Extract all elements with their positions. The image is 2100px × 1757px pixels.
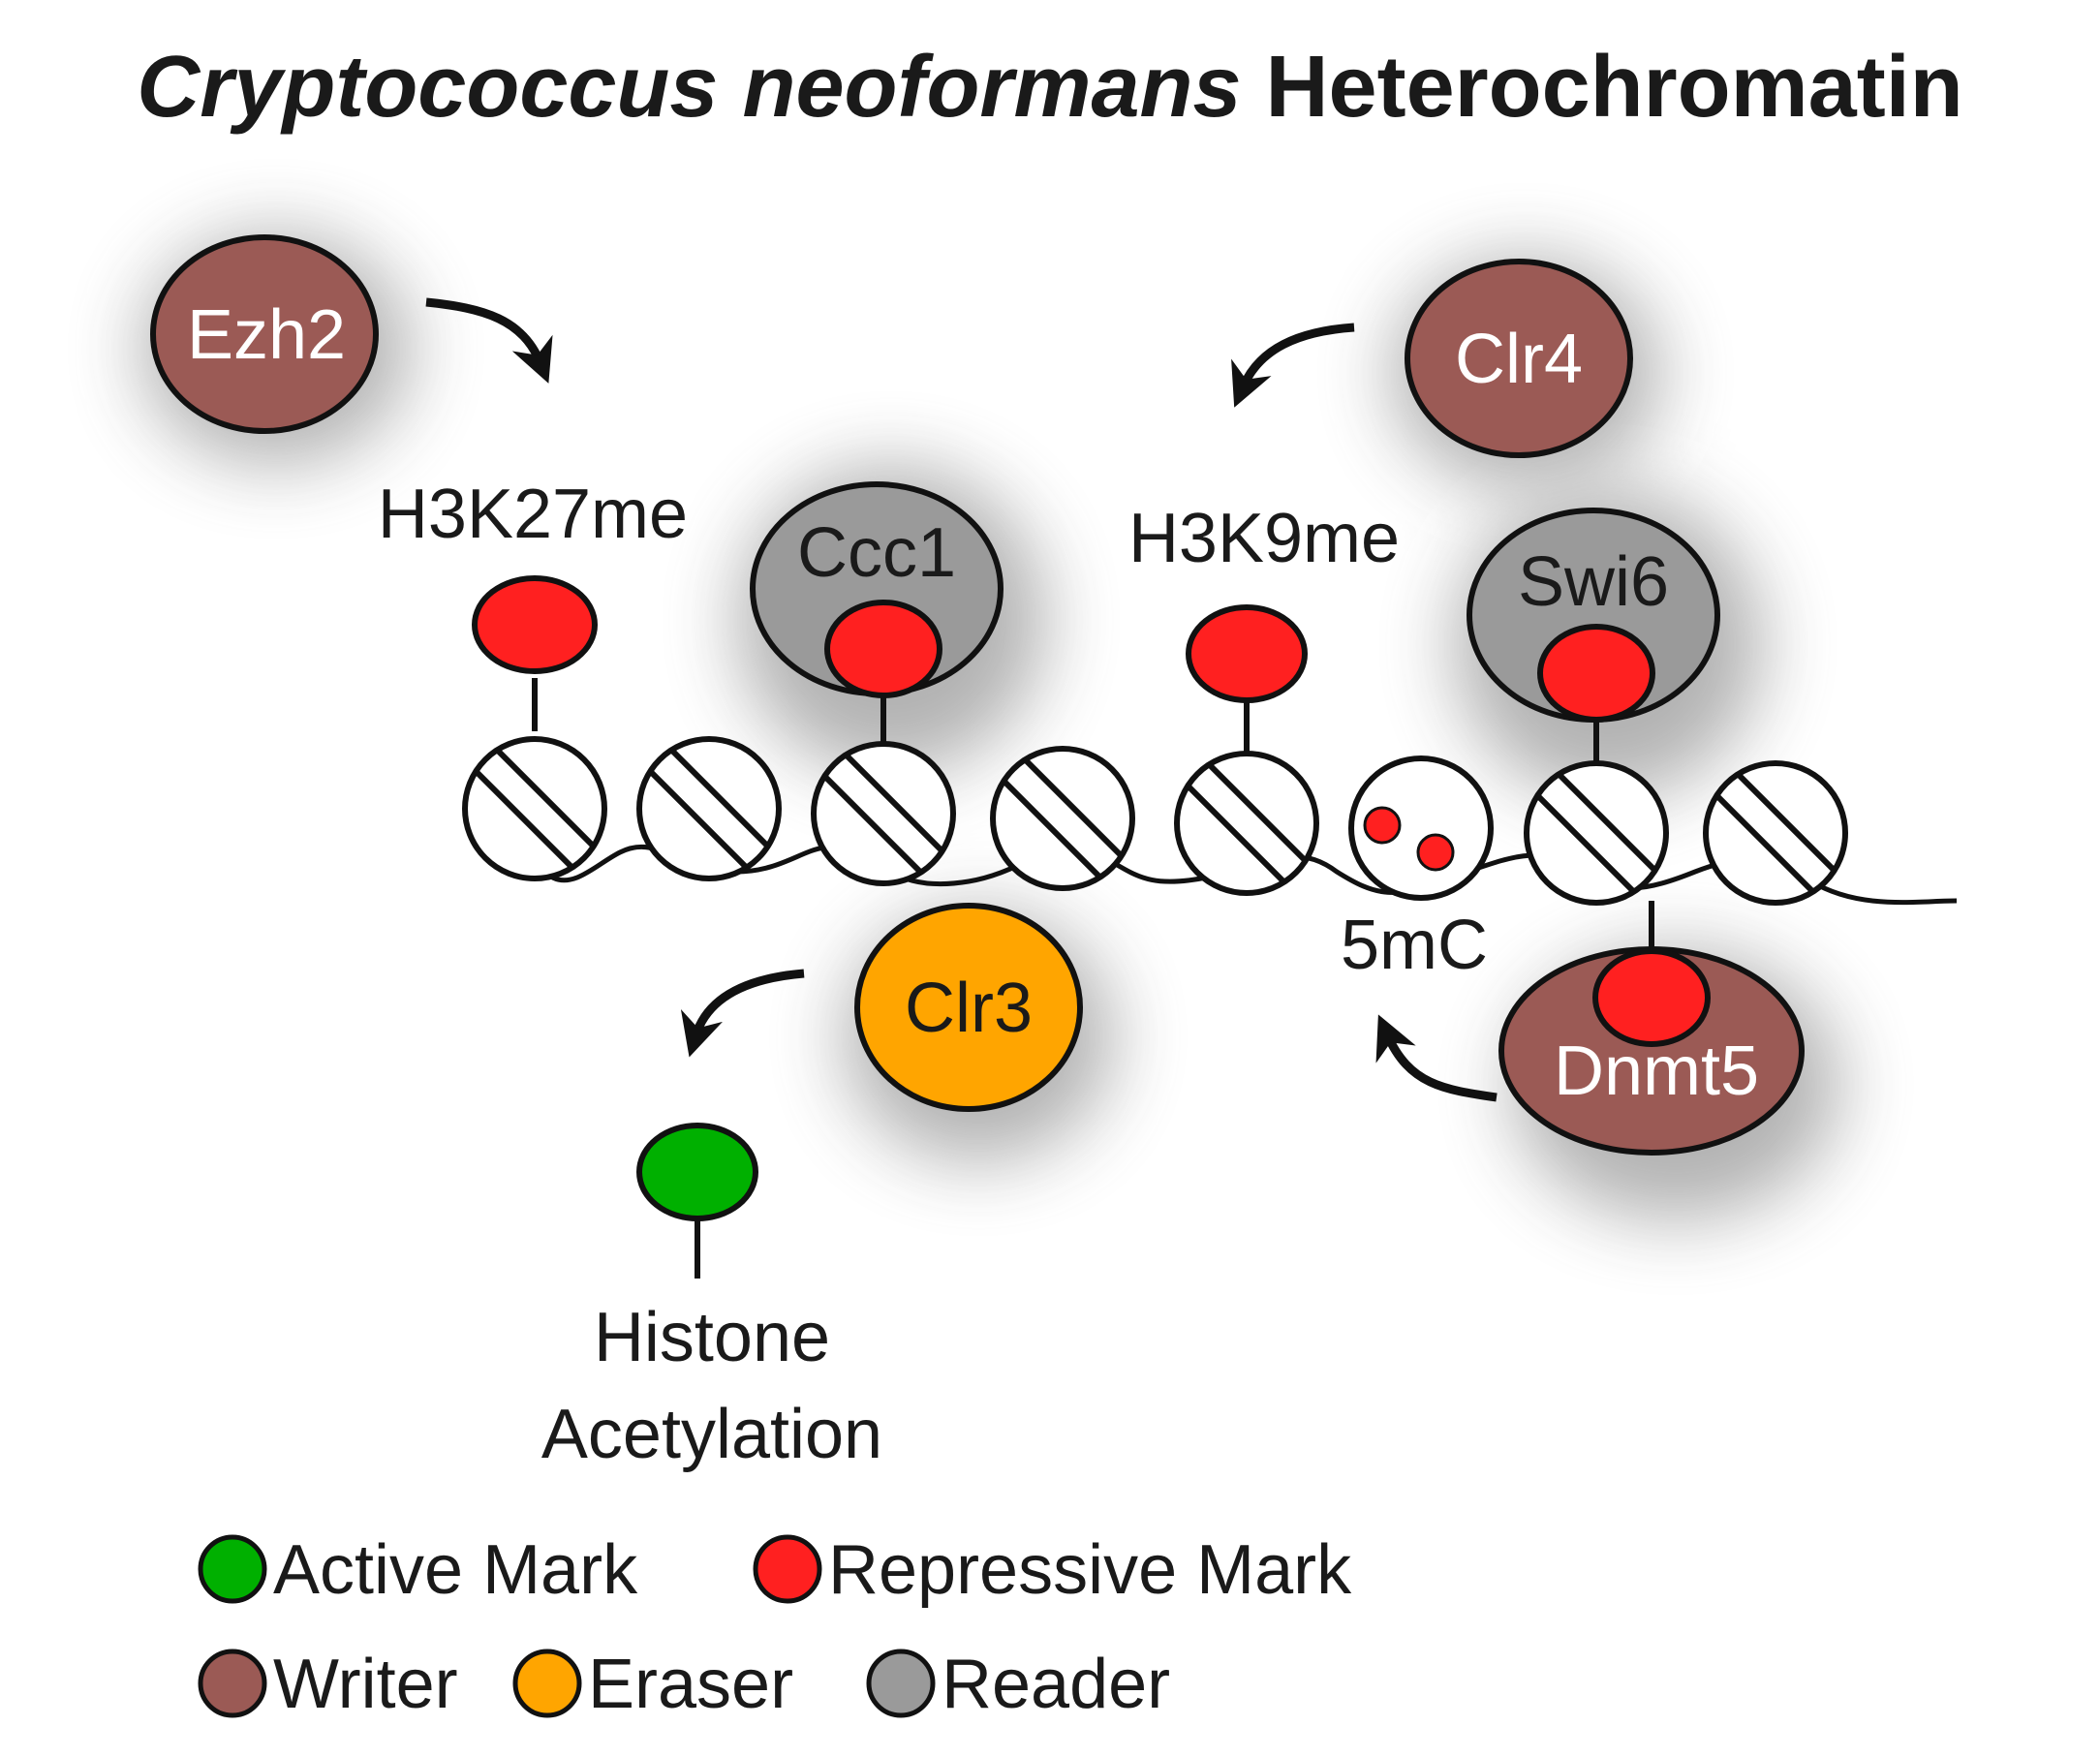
dnmt5-bound-mark: [1592, 948, 1711, 1047]
ccc1-label: Ccc1: [797, 514, 956, 592]
legend-item-eraser: Eraser: [512, 1646, 793, 1723]
repressive-marks: [472, 575, 1711, 1047]
nucleosome-5mc: [1348, 755, 1494, 901]
legend-item-reader: Reader: [866, 1646, 1170, 1723]
nucleosome: [1703, 760, 1848, 906]
writer-clr4: Clr4: [1405, 259, 1633, 458]
legend-active-swatch: [198, 1534, 267, 1604]
5mc-label: 5mC: [1341, 907, 1488, 984]
clr4-label: Clr4: [1455, 321, 1583, 398]
legend-repressive-label: Repressive Mark: [828, 1531, 1352, 1609]
h3k9me-label: H3K9me: [1128, 500, 1400, 577]
title-rest: Heterochromatin: [1242, 39, 1963, 136]
nucleosome: [1524, 760, 1669, 906]
legend-eraser-swatch: [512, 1649, 582, 1718]
diagram-title: Cryptococcus neoformans Heterochromatin: [137, 39, 1962, 136]
active-mark-group: [636, 1123, 758, 1279]
legend-eraser-label: Eraser: [588, 1646, 793, 1723]
h3k27me-mark: [472, 575, 598, 674]
h3k27me-label: H3K27me: [378, 476, 688, 553]
legend-writer-swatch: [198, 1649, 267, 1718]
ccc1-bound-mark: [824, 600, 942, 698]
nucleosomes: [462, 736, 1848, 906]
eraser-clr3: Clr3: [854, 903, 1083, 1112]
methyl-dot: [1363, 806, 1402, 845]
ezh2-label: Ezh2: [187, 296, 346, 374]
acetylation-label-2: Acetylation: [541, 1396, 882, 1473]
clr3-label: Clr3: [905, 970, 1033, 1047]
swi6-label: Swi6: [1518, 543, 1669, 621]
legend-writer-label: Writer: [273, 1646, 458, 1723]
nucleosome: [636, 736, 782, 881]
arrows: [425, 297, 1498, 1102]
legend: Active Mark Repressive Mark Writer Erase…: [198, 1531, 1352, 1723]
methyl-dot: [1416, 833, 1455, 872]
title-species: Cryptococcus neoformans: [137, 39, 1241, 136]
acetylation-mark: [636, 1123, 758, 1221]
h3k9me-mark: [1186, 604, 1308, 703]
arrow-clr3: [680, 969, 805, 1058]
arrow-clr4: [1231, 323, 1355, 408]
nucleosome: [462, 736, 607, 881]
nucleosome: [1174, 751, 1319, 896]
legend-reader-label: Reader: [942, 1646, 1170, 1723]
arrow-ezh2: [425, 297, 553, 384]
writer-ezh2: Ezh2: [150, 234, 379, 434]
reader-swi6: Swi6: [1467, 508, 1720, 723]
legend-active-label: Active Mark: [273, 1531, 638, 1609]
legend-item-writer: Writer: [198, 1646, 458, 1723]
swi6-bound-mark: [1537, 624, 1655, 723]
legend-item-active: Active Mark: [198, 1531, 638, 1609]
legend-item-repressive: Repressive Mark: [753, 1531, 1352, 1609]
nucleosome: [990, 746, 1135, 891]
acetylation-label-1: Histone: [594, 1299, 830, 1376]
arrow-dnmt5: [1375, 1014, 1498, 1102]
nucleosome: [811, 741, 956, 886]
legend-repressive-swatch: [753, 1534, 822, 1604]
legend-reader-swatch: [866, 1649, 936, 1718]
